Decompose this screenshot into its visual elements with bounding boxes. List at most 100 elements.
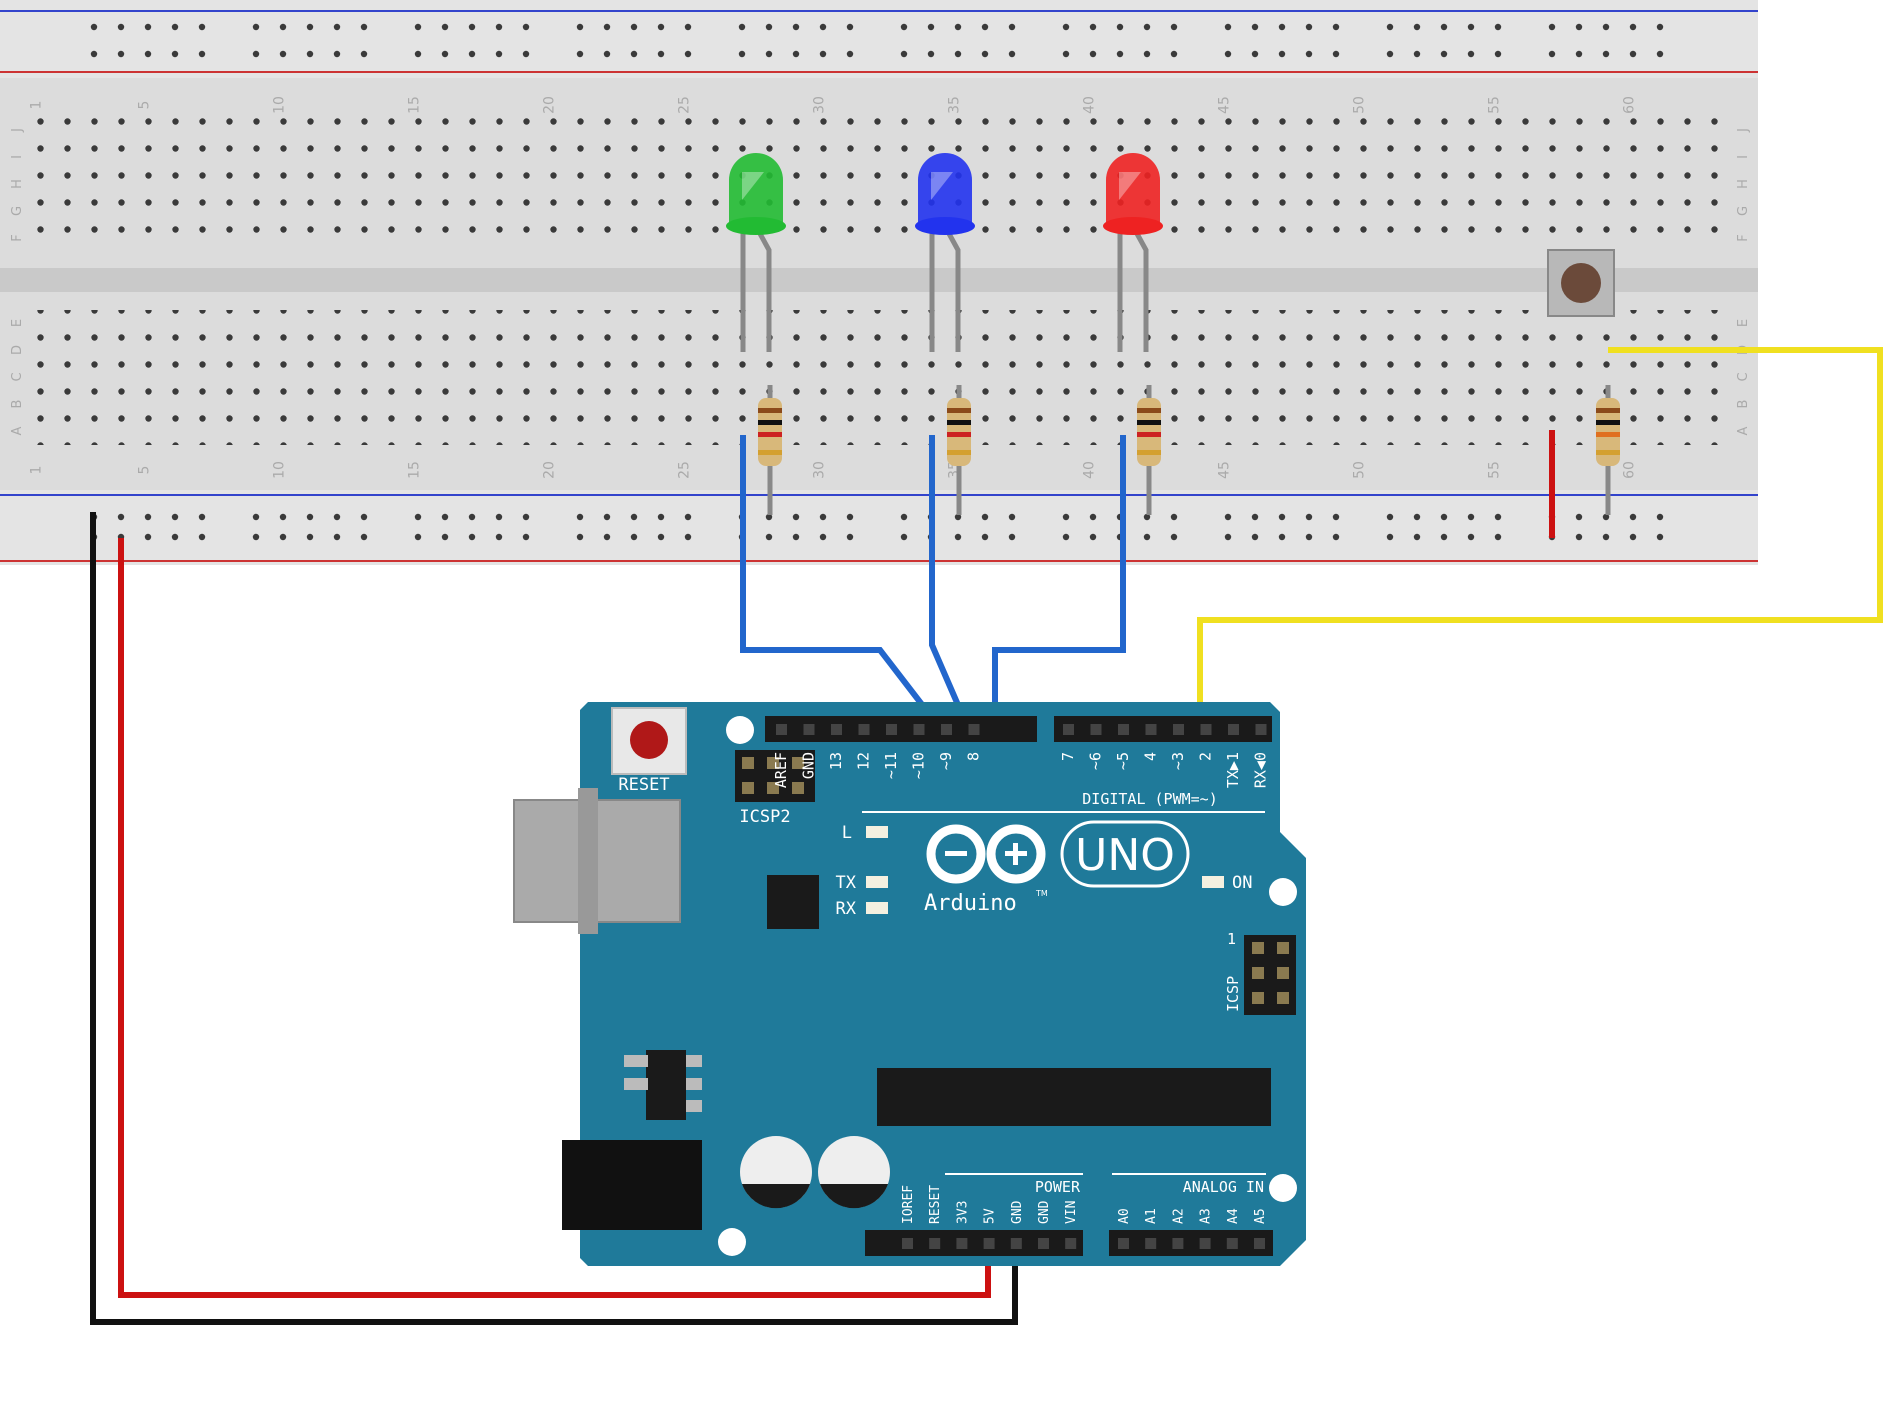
uno-badge: [1060, 820, 1190, 888]
digital-pin-label: ~9: [937, 752, 955, 770]
breadboard-holes-bottom: [27, 310, 1728, 445]
icsp-pin1-label: 1: [1227, 930, 1236, 948]
icsp2-label: ICSP2: [739, 807, 790, 827]
digital-pin-label: ~11: [882, 752, 900, 779]
model-label: UNO: [1075, 830, 1175, 881]
led-red: [1103, 153, 1163, 352]
column-number: 50: [1352, 96, 1368, 114]
wires: [90, 347, 1883, 1325]
wire-blue-3: [992, 435, 1126, 728]
led-on: [1202, 876, 1224, 888]
microcontroller-chip: [877, 1068, 1271, 1126]
power-pin-label: 3V3: [955, 1201, 970, 1224]
power-label: POWER: [1035, 1178, 1081, 1196]
power-jack: [562, 1140, 702, 1230]
row-letter: H: [1736, 179, 1751, 189]
analog-pin-label: A1: [1144, 1208, 1159, 1224]
digital-pin-label: ~10: [910, 752, 928, 779]
wire-yellow: [1197, 347, 1883, 728]
wire-black-gnd: [90, 512, 1018, 1325]
resistor: [1596, 385, 1620, 515]
power-pin-label: IOREF: [901, 1185, 916, 1224]
row-letter: I: [1736, 155, 1751, 159]
column-number: 20: [542, 461, 558, 479]
column-labels: 1155101015152020252530303535404045455050…: [29, 96, 1638, 479]
digital-pin-label: 13: [827, 752, 845, 770]
tm-label: TM: [1035, 889, 1048, 898]
mounting-hole: [726, 716, 754, 744]
analog-pin-label: A2: [1171, 1208, 1186, 1224]
digital-pin-label: RX◀0: [1252, 752, 1270, 788]
column-number: 40: [1082, 461, 1098, 479]
column-number: 15: [407, 461, 423, 479]
capacitor: [740, 1136, 812, 1209]
row-letter: A: [1736, 426, 1751, 435]
digital-pin-label: 8: [965, 752, 983, 761]
push-button[interactable]: [1547, 249, 1615, 317]
power-pin-label: VIN: [1064, 1201, 1079, 1224]
row-letter: B: [10, 400, 25, 409]
column-number: 30: [812, 96, 828, 114]
breadboard-top-rail: [0, 0, 1758, 78]
column-number: 1: [29, 466, 45, 475]
reset-label: RESET: [618, 775, 669, 795]
row-letter: F: [10, 234, 25, 241]
power-pin-label: 5V: [983, 1208, 998, 1224]
row-letter: E: [10, 319, 25, 327]
led-l: [866, 826, 888, 838]
digital-header-right: [1054, 716, 1272, 742]
arduino-logo: [926, 824, 1046, 884]
row-letter: A: [10, 426, 25, 435]
digital-pin-label: 2: [1197, 752, 1215, 761]
row-letter: D: [10, 345, 25, 355]
wire-blue-2: [929, 435, 971, 730]
analog-pin-label: A3: [1199, 1208, 1214, 1224]
mounting-hole: [1269, 1174, 1297, 1202]
led-rx-label: RX: [836, 899, 857, 919]
breadboard-center-channel: [0, 268, 1758, 292]
row-letter: C: [1736, 372, 1751, 381]
row-letter: G: [10, 206, 25, 216]
breadboard-bottom-rail: [0, 490, 1758, 565]
breadboard: 1155101015152020252530303535404045455050…: [0, 0, 1758, 565]
capacitor: [818, 1136, 890, 1209]
row-letter: J: [1736, 128, 1751, 133]
digital-label: DIGITAL (PWM=~): [1082, 790, 1217, 808]
digital-pin-label: ~3: [1169, 752, 1187, 770]
brand-label: Arduino: [924, 891, 1017, 916]
column-number: 20: [542, 96, 558, 114]
mounting-hole: [1269, 878, 1297, 906]
column-number: 1: [29, 101, 45, 110]
row-letter: G: [1736, 206, 1751, 216]
resistors: [758, 385, 1620, 515]
column-number: 5: [137, 466, 153, 475]
column-number: 10: [272, 96, 288, 114]
column-number: 30: [812, 461, 828, 479]
analog-pin-label: A4: [1226, 1208, 1241, 1224]
analog-pin-label: A0: [1117, 1208, 1132, 1224]
power-pin-label: RESET: [928, 1185, 943, 1224]
column-number: 25: [677, 461, 693, 479]
analog-header: [1109, 1230, 1273, 1256]
column-number: 55: [1487, 96, 1503, 114]
digital-pin-label: TX▶1: [1224, 752, 1242, 788]
column-number: 45: [1217, 96, 1233, 114]
led-l-label: L: [842, 823, 852, 843]
digital-pin-label: ~6: [1087, 752, 1105, 770]
power-pin-label: GND: [1037, 1200, 1052, 1224]
power-pin-label: GND: [1010, 1200, 1025, 1224]
digital-pin-label: 7: [1059, 752, 1077, 761]
row-letter: B: [1736, 400, 1751, 409]
digital-pin-label: AREF: [772, 752, 790, 788]
row-letter: C: [10, 372, 25, 381]
column-number: 40: [1082, 96, 1098, 114]
row-letter: J: [10, 128, 25, 133]
icsp-label: ICSP: [1224, 976, 1242, 1012]
wire-blue-1: [740, 435, 943, 730]
leds: [726, 153, 1163, 352]
voltage-regulator: [646, 1050, 686, 1120]
column-number: 45: [1217, 461, 1233, 479]
analog-label: ANALOG IN: [1183, 1178, 1264, 1196]
usb-chip: [767, 875, 819, 929]
